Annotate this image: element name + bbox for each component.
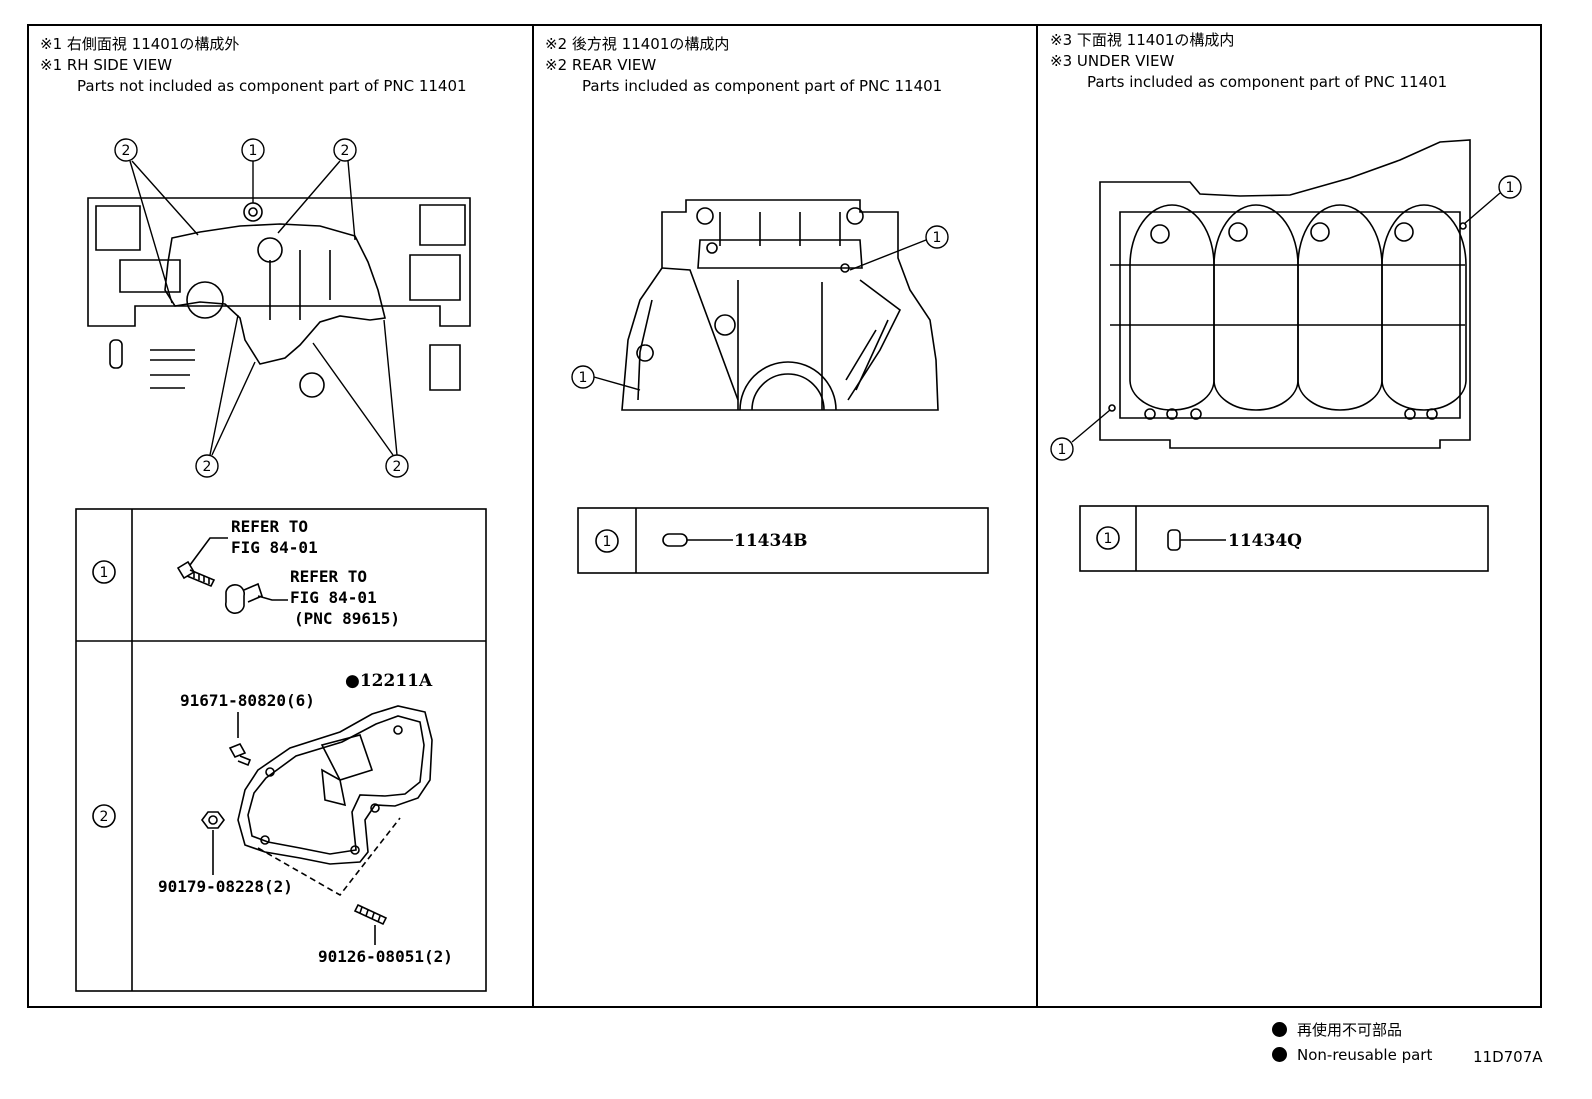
parts-table-under <box>1079 505 1489 572</box>
part-number-bolt: 91671-80820(6) <box>180 691 315 710</box>
legend: 再使用不可部品 Non-reusable part <box>1272 1018 1432 1068</box>
panel-under-title-en: ※3 UNDER VIEW <box>1050 52 1175 70</box>
part-number-11434b: 11434B <box>734 531 808 551</box>
bullet-icon <box>1272 1022 1287 1037</box>
table-row-callout-2: 2 <box>100 809 109 825</box>
callout-1: 1 <box>933 230 942 246</box>
panel-rh-title-jp: ※1 右側面視 11401の構成外 <box>40 35 240 53</box>
panel-rear-subtitle: Parts included as component part of PNC … <box>582 77 943 95</box>
part-number-stud: 90126-08051(2) <box>318 947 453 966</box>
callout-1: 1 <box>249 143 258 159</box>
diagram-frame <box>27 24 1542 1008</box>
panel-rh-title: ※1 右側面視 11401の構成外 ※1 RH SIDE VIEW Parts … <box>40 34 467 97</box>
callout-2: 2 <box>341 143 350 159</box>
engine-block-rear-drawing <box>621 199 939 411</box>
refer-fig-label: FIG 84-01 <box>290 588 377 607</box>
refer-to-label: REFER TO <box>290 567 367 586</box>
refer-fig-label: FIG 84-01 <box>231 538 318 557</box>
parts-table-rear <box>577 507 989 574</box>
callout-1: 1 <box>579 370 588 386</box>
parts-table-rh <box>75 508 487 992</box>
part-number-gasket: ●12211A <box>345 671 433 691</box>
figure-id: 11D707A <box>1473 1048 1543 1066</box>
panel-under-subtitle: Parts included as component part of PNC … <box>1087 73 1448 91</box>
refer-pnc-label: (PNC 89615) <box>294 609 400 628</box>
table-row-callout-1: 1 <box>100 565 109 581</box>
panel-rear-title: ※2 後方視 11401の構成内 ※2 REAR VIEW Parts incl… <box>545 34 942 97</box>
legend-text-en: Non-reusable part <box>1297 1046 1433 1064</box>
panel-under-title: ※3 下面視 11401の構成内 ※3 UNDER VIEW Parts inc… <box>1050 30 1447 93</box>
table-row-callout-1: 1 <box>1104 531 1113 547</box>
panel-rh-title-en: ※1 RH SIDE VIEW <box>40 56 173 74</box>
callout-2: 2 <box>393 459 402 475</box>
legend-text-jp: 再使用不可部品 <box>1297 1021 1403 1039</box>
legend-item-jp: 再使用不可部品 <box>1272 1018 1432 1043</box>
engine-block-rh-side-drawing <box>87 197 471 398</box>
panel-rh-subtitle: Parts not included as component part of … <box>77 77 467 95</box>
part-number-11434q: 11434Q <box>1228 531 1302 551</box>
bullet-icon <box>1272 1047 1287 1062</box>
panel-rear-title-en: ※2 REAR VIEW <box>545 56 657 74</box>
panel-rear-title-jp: ※2 後方視 11401の構成内 <box>545 35 730 53</box>
callout-1: 1 <box>1506 180 1515 196</box>
callout-2: 2 <box>122 143 131 159</box>
legend-item-en: Non-reusable part <box>1272 1043 1432 1068</box>
panel-divider <box>1036 26 1038 1006</box>
panel-under-title-jp: ※3 下面視 11401の構成内 <box>1050 31 1235 49</box>
callout-1: 1 <box>1058 442 1067 458</box>
part-number-nut: 90179-08228(2) <box>158 877 293 896</box>
refer-to-label: REFER TO <box>231 517 308 536</box>
panel-divider <box>532 26 534 1006</box>
table-row-callout-1: 1 <box>603 534 612 550</box>
engine-block-under-drawing <box>1099 139 1471 449</box>
callout-2: 2 <box>203 459 212 475</box>
